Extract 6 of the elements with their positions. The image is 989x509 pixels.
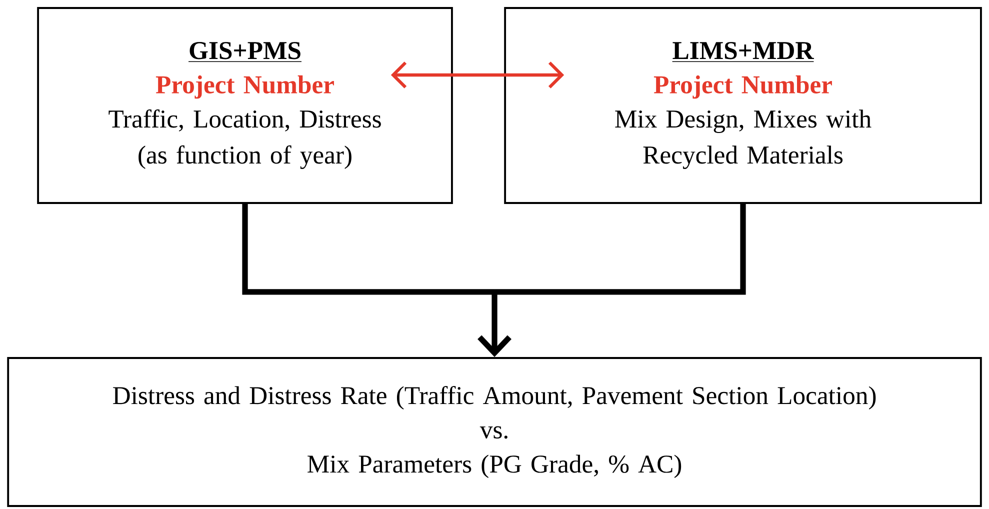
result-box: Distress and Distress Rate (Traffic Amount, Pavement Section Location) vs. Mix Parameters (PG Grade, % AC) <box>7 357 982 507</box>
arrow <box>390 62 564 88</box>
source-box: LIMS+MDR Project Number Mix Design, Mixes with Recycled Materials <box>504 7 982 204</box>
source-box: GIS+PMS Project Number Traffic, Location, Distress (as function of year) <box>37 7 453 204</box>
connector-line <box>494 204 746 295</box>
connector-line <box>242 204 494 295</box>
